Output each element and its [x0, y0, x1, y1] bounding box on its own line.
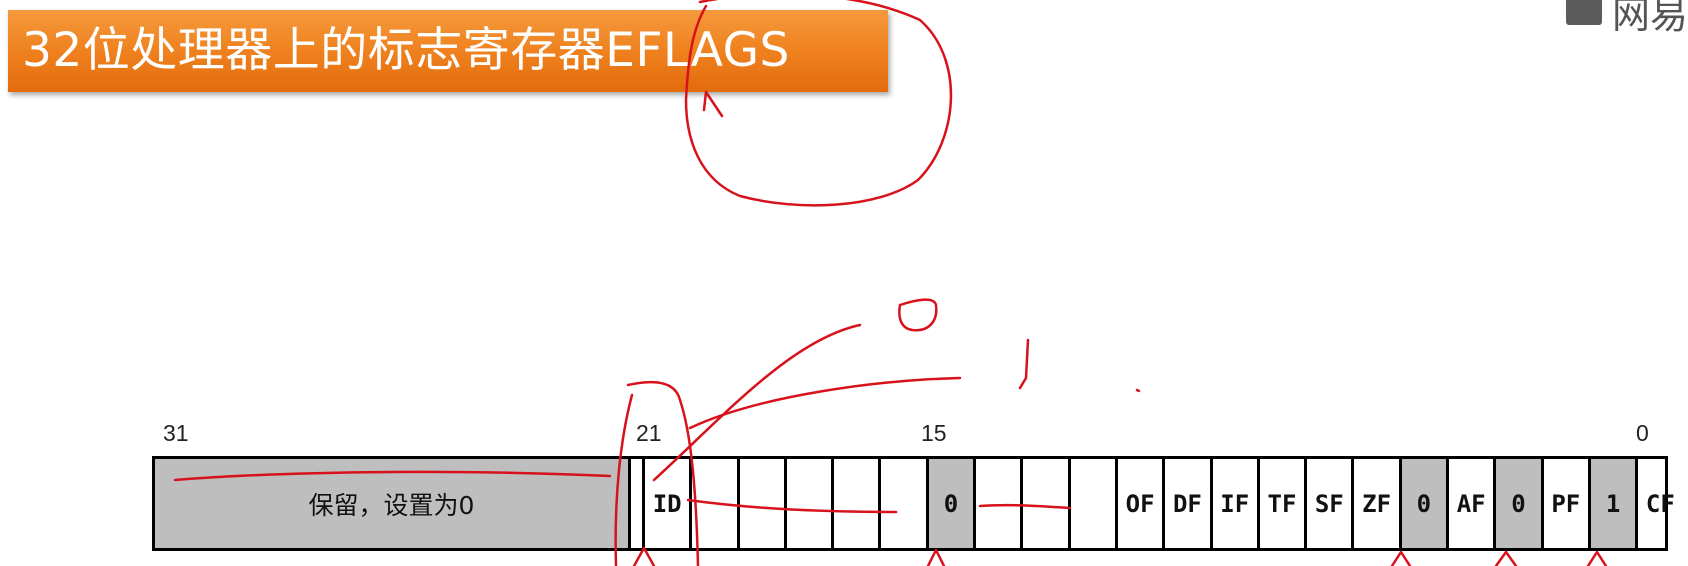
flag-cell: [831, 459, 878, 548]
annotation-arrow-tip: [702, 90, 724, 118]
title-banner: 32位处理器上的标志寄存器EFLAGS: [8, 10, 888, 92]
reserved-separator: [628, 459, 642, 548]
annotation-dot: [1135, 388, 1141, 393]
flag-cell: OF: [1114, 459, 1162, 548]
flag-cell: [783, 459, 831, 548]
bit-label-15: 15: [921, 420, 947, 446]
annotation-caret-1: [1586, 550, 1608, 566]
flag-cell: [1020, 459, 1067, 548]
flag-cell: AF: [1446, 459, 1493, 548]
flag-cell: [878, 459, 925, 548]
flag-cell: DF: [1162, 459, 1209, 548]
flag-cell: ID: [642, 459, 689, 548]
logo: 网易: [1565, 0, 1688, 37]
annotation-caret-0a: [1390, 550, 1412, 566]
flag-cell: 0: [1493, 459, 1541, 548]
flag-cell: PF: [1540, 459, 1588, 548]
bit-label-0: 0: [1636, 420, 1649, 446]
reserved-field: 保留，设置为0: [155, 459, 628, 548]
annotation-caret-0b: [1494, 550, 1518, 566]
bit-label-31: 31: [163, 420, 189, 446]
logo-text: 网易: [1611, 0, 1688, 37]
flag-cell: IF: [1209, 459, 1257, 548]
bit-label-21: 21: [636, 420, 662, 446]
page-title: 32位处理器上的标志寄存器EFLAGS: [22, 23, 790, 78]
flag-cell: [689, 459, 736, 548]
flag-cell: ZF: [1351, 459, 1398, 548]
annotation-zero-mark: [898, 298, 938, 332]
flag-cell: CF: [1635, 459, 1682, 548]
annotation-line-id-2: [688, 376, 962, 430]
flag-cell: 1: [1587, 459, 1636, 548]
flag-cell: 0: [925, 459, 974, 548]
flag-cell: [736, 459, 784, 548]
flag-cell: [1067, 459, 1115, 548]
book-icon: [1565, 0, 1602, 25]
flag-cell: TF: [1256, 459, 1304, 548]
annotation-tick: [1018, 338, 1030, 390]
flag-cell: [973, 459, 1020, 548]
annotation-caret-15: [926, 548, 946, 566]
flag-cell: 0: [1398, 459, 1447, 548]
flag-cell: SF: [1304, 459, 1351, 548]
